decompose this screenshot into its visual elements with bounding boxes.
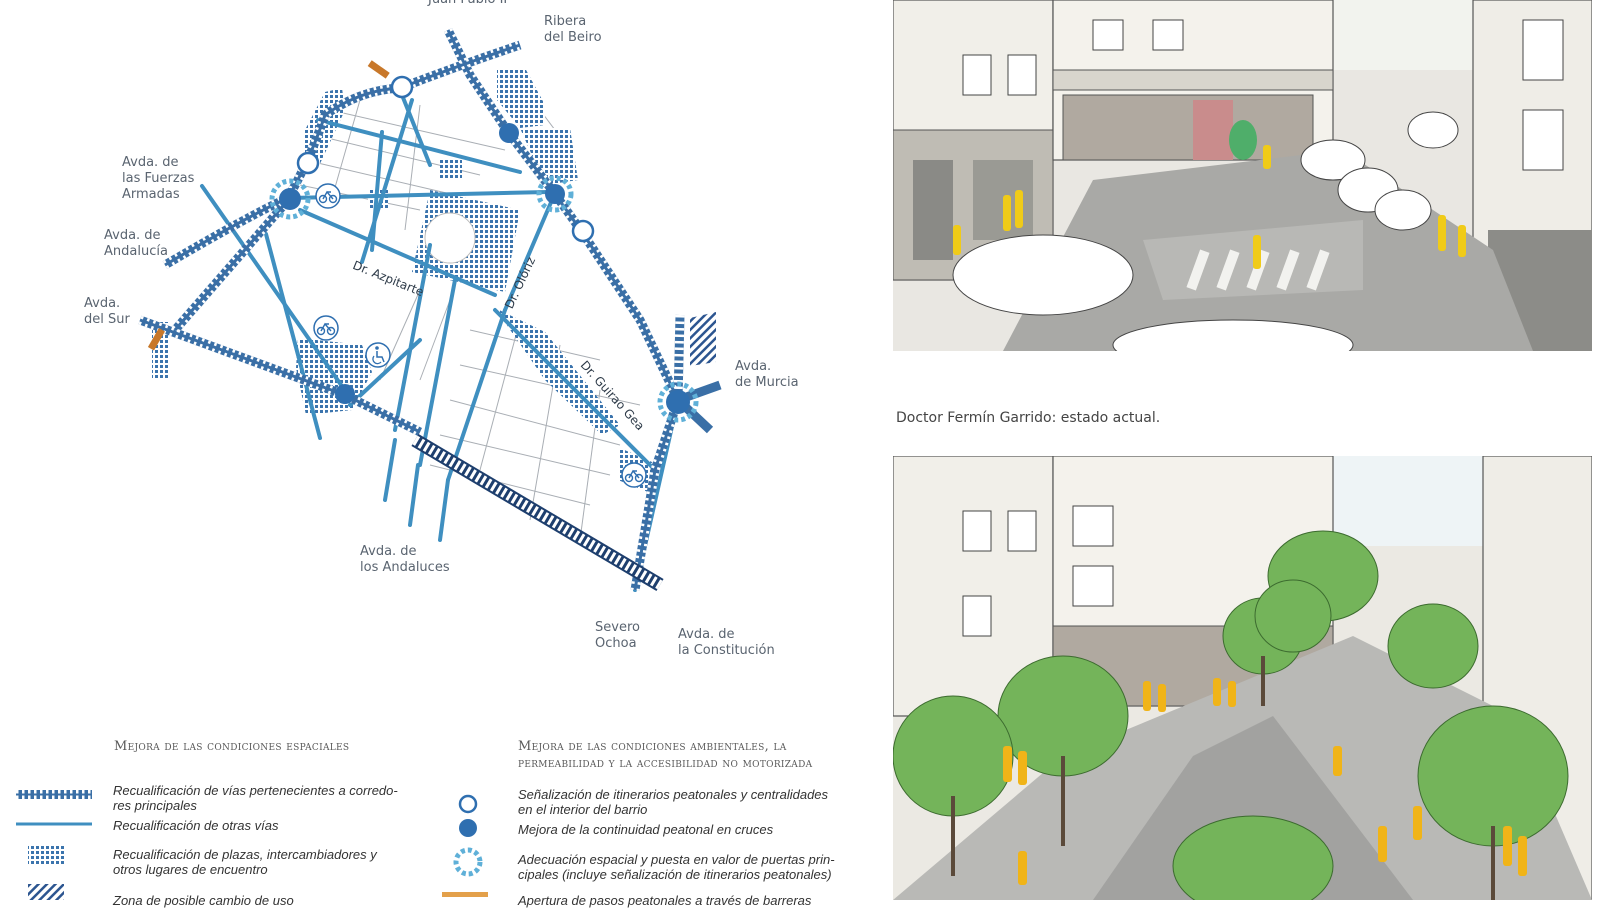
legend-item-other-roads: Recualificación de otras vías bbox=[113, 818, 279, 833]
legend-item-barrier-openings: Apertura de pasos peatonales a través de… bbox=[518, 893, 812, 908]
dashed-corridor-icon bbox=[16, 790, 92, 799]
label-juan-pablo: Juan Pablo II bbox=[428, 0, 507, 8]
legend-item-gates: Adecuación espacial y puesta en valor de… bbox=[518, 852, 835, 882]
legend-heading-environmental: Mejora de las condiciones ambientales, l… bbox=[518, 739, 813, 771]
neighborhood-map bbox=[138, 28, 722, 592]
label-severo-ochoa: Severo Ochoa bbox=[595, 620, 640, 651]
barrier-opening bbox=[147, 327, 165, 351]
accessibility-icon bbox=[365, 342, 391, 368]
label-fuerzas-armadas: Avda. de las Fuerzas Armadas bbox=[122, 155, 195, 202]
filled-circle-nodes bbox=[335, 123, 519, 404]
current-state-sketch bbox=[893, 0, 1592, 351]
filled-circle-icon bbox=[459, 819, 477, 837]
legend-item-corridors: Recualificación de vías pertenecientes a… bbox=[113, 783, 398, 813]
photo-proposal bbox=[893, 456, 1592, 900]
bike-icon bbox=[621, 462, 647, 488]
hatched-square-icon bbox=[28, 844, 64, 866]
legend-item-signage: Señalización de itinerarios peatonales y… bbox=[518, 787, 829, 817]
change-of-use-zone bbox=[690, 312, 716, 366]
barrier-opening bbox=[367, 60, 390, 79]
label-avda-del-sur: Avda. del Sur bbox=[84, 296, 130, 327]
railway-line bbox=[411, 433, 664, 592]
label-ribera-del-beiro: Ribera del Beiro bbox=[544, 14, 602, 45]
label-andaluces: Avda. de los Andaluces bbox=[360, 544, 450, 575]
label-murcia: Avda. de Murcia bbox=[735, 359, 799, 390]
dotted-ring-icon bbox=[453, 847, 483, 877]
diagonal-hatch-icon bbox=[28, 884, 64, 900]
photo-current-state bbox=[893, 0, 1592, 351]
gate-nodes bbox=[269, 175, 699, 423]
legend-heading-spatial: Mejora de las condiciones espaciales bbox=[114, 739, 350, 754]
proposal-sketch bbox=[893, 456, 1592, 900]
label-constitucion: Avda. de la Constitución bbox=[678, 627, 775, 658]
open-circle-icon bbox=[458, 794, 478, 814]
bike-icon bbox=[313, 315, 339, 341]
photo-caption: Doctor Fermín Garrido: estado actual. bbox=[896, 410, 1161, 426]
main-corridors bbox=[138, 28, 722, 591]
legend-item-crossings: Mejora de la continuidad peatonal en cru… bbox=[518, 822, 774, 837]
bike-icon bbox=[315, 183, 341, 209]
orange-bar-icon bbox=[442, 892, 488, 897]
legend-left-icons bbox=[16, 790, 92, 900]
legend-right-icons bbox=[442, 794, 488, 897]
label-andalucia: Avda. de Andalucía bbox=[104, 228, 168, 259]
open-circle-nodes bbox=[296, 75, 595, 243]
legend-item-change-of-use: Zona de posible cambio de uso bbox=[113, 893, 294, 908]
roundabout bbox=[424, 212, 476, 264]
legend-item-plazas: Recualificación de plazas, intercambiado… bbox=[113, 847, 377, 877]
